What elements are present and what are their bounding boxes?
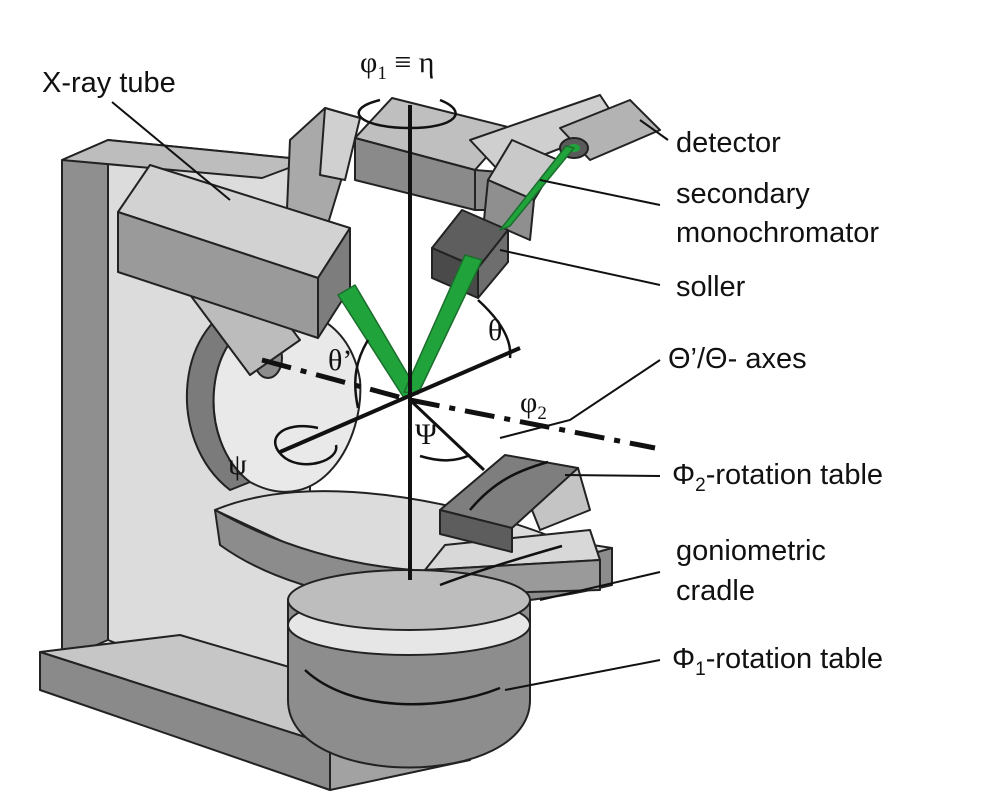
theta-symbol: θ xyxy=(488,314,502,347)
label-phi2-table: Φ2-rotation table xyxy=(672,459,883,496)
phi2-axis xyxy=(408,398,486,472)
leader-cradle xyxy=(539,571,661,601)
label-axes: Θ’/Θ- axes xyxy=(668,343,807,375)
leader-detector xyxy=(639,119,669,141)
psi-rotation-arrow xyxy=(273,425,338,466)
label-secondary-line2: monochromator xyxy=(676,217,879,249)
phi2-table-assembly xyxy=(439,454,591,553)
label-gonio-line2: cradle xyxy=(676,575,755,607)
leader-phi2-table xyxy=(564,474,661,477)
leader-secondary xyxy=(539,179,661,206)
psi-angle-arc xyxy=(419,453,471,462)
label-gonio-line1: goniometric xyxy=(676,535,826,567)
psi-axis xyxy=(279,346,521,454)
eta-rotation-arrow xyxy=(357,98,457,130)
detector-beam xyxy=(499,145,575,231)
phi2-symbol: φ2 xyxy=(520,386,547,424)
top-phi-symbol: φ1 ≡ η xyxy=(360,46,434,84)
phi2-table-front xyxy=(439,509,513,553)
theta-axis-dashed-right xyxy=(409,397,656,451)
leader-lines xyxy=(111,101,669,691)
label-detector: detector xyxy=(676,127,781,159)
angle-symbols: φ1 ≡ η θ θ’ φ2 ψ Ψ xyxy=(228,46,547,481)
label-secondary-line1: secondary xyxy=(676,178,810,210)
tube-mast-side xyxy=(319,107,361,181)
leader-xray-tube xyxy=(111,101,231,201)
theta-prime-arc xyxy=(354,339,370,409)
leader-phi1-table xyxy=(504,659,661,691)
motion-arrows xyxy=(273,98,563,706)
label-soller: soller xyxy=(676,271,746,303)
detector-arm-assembly xyxy=(354,94,661,299)
theta-axis-dashed-left xyxy=(261,357,411,403)
psi-center-symbol: Ψ xyxy=(415,418,438,451)
leader-soller xyxy=(499,249,661,286)
label-phi1-table: Φ1-rotation table xyxy=(672,643,883,680)
frame-back-panel xyxy=(61,139,109,661)
xray-beams xyxy=(337,145,575,399)
rotation-axes xyxy=(261,105,656,580)
phi1-table-assembly xyxy=(287,569,531,769)
label-xray-tube: X-ray tube xyxy=(42,67,176,99)
soller-side xyxy=(477,229,509,299)
xray-tube-assembly xyxy=(117,107,361,376)
component-labels: X-ray tube detector secondary monochroma… xyxy=(42,67,883,680)
phi2-rotation-arrow xyxy=(469,460,549,511)
phi1-rotation-arrow xyxy=(304,669,501,706)
theta-prime-symbol: θ’ xyxy=(328,344,352,377)
theta-arc xyxy=(477,299,512,359)
psi-left-symbol: ψ xyxy=(228,448,247,481)
leader-axes xyxy=(499,359,661,439)
cradle-arrow xyxy=(439,544,563,587)
